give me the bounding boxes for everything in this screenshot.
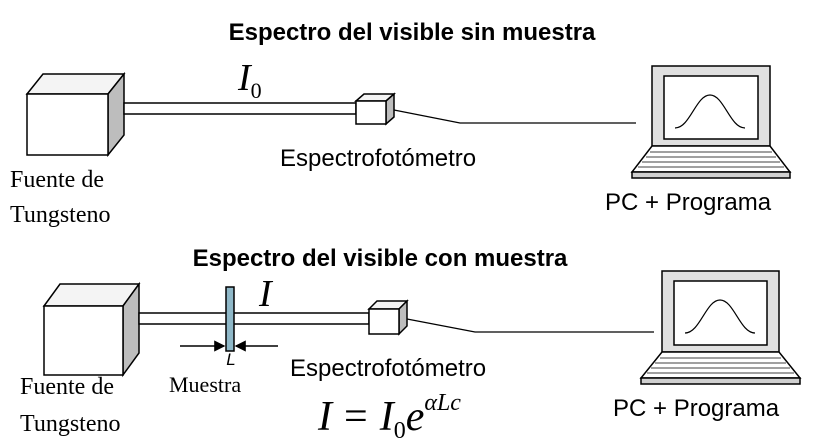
top-fiber (123, 102, 357, 115)
top-source-label-2: Tungsteno (10, 202, 110, 228)
top-spectro-label: Espectrofotómetro (280, 145, 476, 172)
top-laptop-icon (630, 65, 792, 179)
top-spectrophotometer (354, 92, 396, 126)
top-pc-label: PC + Programa (605, 189, 772, 216)
bottom-laptop-icon (639, 270, 802, 385)
bottom-title: Espectro del visible con muestra (193, 245, 568, 272)
top-cable (393, 109, 636, 124)
top-title: Espectro del visible sin muestra (229, 19, 596, 46)
beer-lambert-formula: I=I0eαLc (317, 390, 461, 441)
bottom-pc-label: PC + Programa (613, 395, 780, 422)
bottom-source-label-1: Fuente de (20, 374, 114, 400)
top-beam-label: I0 (237, 57, 262, 103)
bottom-fiber (138, 312, 370, 325)
sample-slab (225, 286, 235, 352)
thickness-label: L (226, 350, 235, 369)
bottom-source-label-2: Tungsteno (20, 411, 120, 437)
bottom-spectro-label: Espectrofotómetro (290, 355, 486, 382)
bottom-beam-label: I (258, 273, 274, 315)
bottom-tungsten-source (42, 281, 141, 378)
bottom-cable (406, 318, 654, 333)
top-tungsten-source (25, 71, 126, 158)
top-source-label-1: Fuente de (10, 167, 104, 193)
sample-label: Muestra (169, 372, 241, 397)
bottom-spectrophotometer (367, 299, 409, 336)
